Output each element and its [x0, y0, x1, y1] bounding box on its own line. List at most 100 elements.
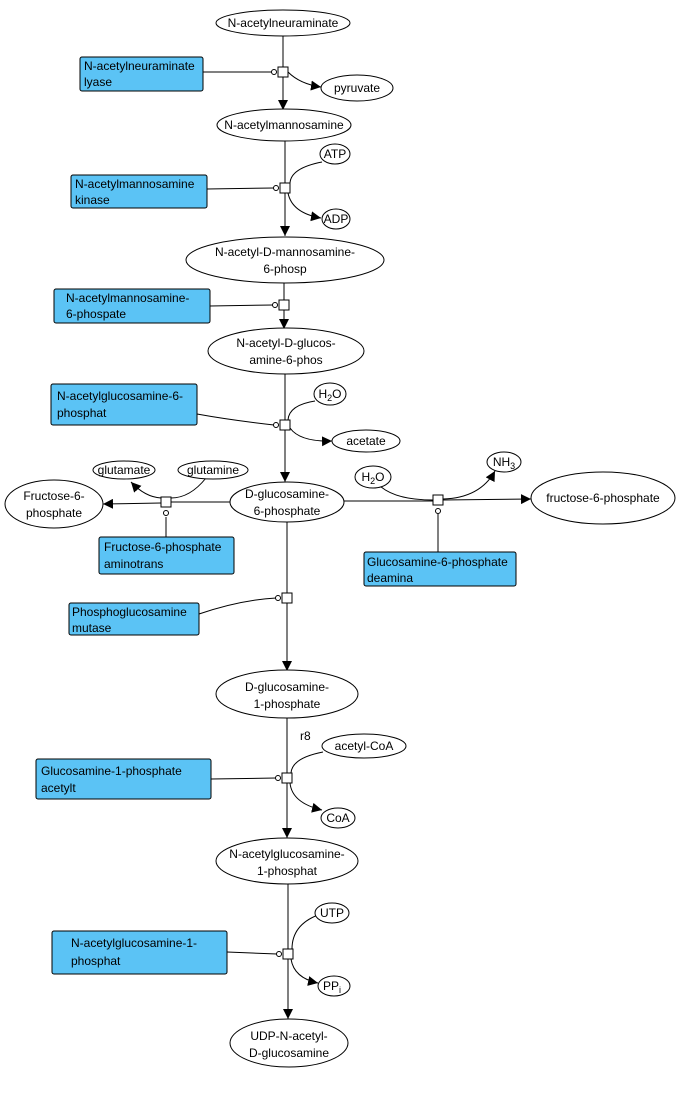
reaction-r1-node[interactable] [277, 66, 289, 78]
enzyme-label-line-1: N-acetylglucosamine-6- [57, 389, 183, 403]
metabolite-label: pyruvate [334, 81, 380, 95]
enzyme-n-acetylmannosamine-kinase[interactable]: N-acetylmannosamine kinase [70, 174, 208, 209]
metabolite-label: acetyl-CoA [335, 739, 394, 753]
metabolite-label-line-1: D-glucosamine- [245, 680, 329, 694]
metabolite-label: NH3 [493, 455, 515, 471]
formula-subscript: i [339, 985, 341, 995]
catalysis-marker-e6 [435, 508, 441, 514]
catalysis-marker-e2 [273, 185, 279, 191]
enzyme-label-line-1: Fructose-6-phosphate [104, 540, 222, 554]
edge-r2-to-adp [287, 192, 322, 222]
enzyme-n-acetylmannosamine-6-phospate[interactable]: N-acetylmannosamine- 6-phospate [53, 288, 211, 324]
catalysis-marker-e4 [273, 422, 279, 428]
metabolite-label: N-acetylmannosamine [224, 118, 344, 132]
enzyme-nodes: N-acetylneuraminate lyase N-acetylmannos… [35, 56, 517, 975]
reaction-r3-node[interactable] [278, 299, 290, 311]
reaction-r8-node[interactable] [281, 772, 293, 784]
metabolite-d-glucosamine-1-phosphate[interactable]: D-glucosamine- 1-phosphate [215, 669, 359, 719]
metabolite-label: ATP [324, 147, 346, 161]
metabolite-fructose-6-phosphate-right[interactable]: fructose-6-phosphate [530, 471, 676, 525]
metabolite-label-line-1: N-acetyl-D-glucos- [236, 336, 335, 350]
edge-r6-to-fructose6p-right [442, 494, 532, 505]
metabolite-acetyl-coa[interactable]: acetyl-CoA [321, 733, 407, 759]
metabolite-nh3[interactable]: NH3 [486, 451, 522, 473]
reaction-r9-node[interactable] [282, 948, 294, 960]
metabolite-label-line-1: Fructose-6- [23, 489, 84, 503]
formula-subscript: 2 [327, 393, 332, 403]
metabolite-n-acetylmannosamine[interactable]: N-acetylmannosamine [216, 108, 352, 142]
edge-acetylcoa-to-r8 [290, 751, 324, 774]
formula-base: NH [493, 455, 510, 469]
edge-r8-to-coa [289, 782, 323, 813]
catalysis-marker-e7 [275, 595, 281, 601]
metabolite-coa[interactable]: CoA [320, 807, 356, 829]
metabolite-d-glucosamine-6-phosphate[interactable]: D-glucosamine- 6-phosphate [229, 481, 345, 523]
metabolite-n-acetylglucosamine-1-phosphat[interactable]: N-acetylglucosamine- 1-phosphat [215, 837, 359, 885]
enzyme-n-acetylneuraminate-lyase[interactable]: N-acetylneuraminate lyase [79, 56, 204, 92]
metabolite-utp[interactable]: UTP [314, 902, 350, 924]
enzyme-fructose-6-phosphate-aminotrans[interactable]: Fructose-6-phosphate aminotrans [98, 536, 235, 575]
enzyme-glucosamine-1-phosphate-acetylt[interactable]: Glucosamine-1-phosphate acetylt [35, 758, 212, 800]
reaction-r4-node[interactable] [279, 419, 291, 431]
metabolite-atp[interactable]: ATP [319, 143, 351, 165]
metabolite-acetate[interactable]: acetate [331, 429, 401, 453]
reaction-r7-node[interactable] [281, 592, 293, 604]
reaction-r6-node[interactable] [432, 494, 444, 506]
metabolite-pyruvate[interactable]: pyruvate [320, 74, 394, 102]
metabolite-n-acetyl-d-mannosamine-6-phosp[interactable]: N-acetyl-D-mannosamine- 6-phosp [185, 236, 385, 284]
enzyme-label-line-2: deamina [367, 571, 413, 585]
metabolite-label: ADP [324, 212, 349, 226]
enzyme-label-line-2: kinase [75, 193, 110, 207]
enzyme-label-line-2: lyase [84, 75, 112, 89]
catalysis-link-e4 [196, 413, 275, 426]
enzyme-label-line-1: Glucosamine-6-phosphate [367, 555, 508, 569]
edge-r5-to-fructose6p-left [102, 498, 162, 509]
enzyme-label-line-1: N-acetylneuraminate [84, 59, 195, 73]
formula-base: H [318, 387, 327, 401]
enzyme-label-line-1: N-acetylmannosamine [75, 177, 195, 191]
metabolite-label: N-acetylneuraminate [228, 16, 339, 30]
enzyme-n-acetylglucosamine-6-phosphat[interactable]: N-acetylglucosamine-6- phosphat [50, 383, 198, 426]
metabolite-h2o-2[interactable]: H2O [354, 465, 392, 489]
enzyme-glucosamine-6-phosphate-deamina[interactable]: Glucosamine-6-phosphate deamina [363, 551, 517, 587]
edge-r4-to-acetate [289, 427, 333, 447]
metabolite-h2o-1[interactable]: H2O [313, 382, 347, 406]
metabolite-label: CoA [326, 811, 349, 825]
metabolite-glutamate[interactable]: glutamate [92, 460, 156, 480]
metabolite-ppi[interactable]: PPi [317, 975, 351, 997]
edge-atp-to-r2 [289, 161, 323, 184]
metabolite-adp[interactable]: ADP [321, 208, 351, 230]
edges [102, 36, 532, 1019]
enzyme-label-line-2: 6-phospate [66, 307, 126, 321]
enzyme-phosphoglucosamine-mutase[interactable]: Phosphoglucosamine mutase [68, 602, 200, 636]
formula-subscript: 3 [510, 461, 515, 471]
reaction-r2-node[interactable] [279, 182, 291, 194]
catalysis-marker-e5 [163, 510, 169, 516]
catalysis-link-e3 [209, 304, 274, 307]
metabolite-fructose-6-phosphate-left[interactable]: Fructose-6- phosphate [4, 479, 104, 529]
enzyme-label-line-2: aminotrans [104, 557, 163, 571]
enzyme-label-line-2: phosphat [71, 954, 121, 968]
enzyme-label-line-1: N-acetylglucosamine-1- [71, 936, 197, 950]
reaction-r5-node[interactable] [160, 496, 172, 508]
metabolite-n-acetylneuraminate[interactable]: N-acetylneuraminate [215, 9, 351, 37]
catalysis-marker-e9 [276, 951, 282, 957]
metabolite-udp-n-acetyl-d-glucosamine[interactable]: UDP-N-acetyl- D-glucosamine [229, 1018, 349, 1068]
edge-r9-to-ppi [290, 958, 319, 986]
catalysis-link-e2 [206, 187, 275, 190]
catalysis-link-e8 [210, 777, 277, 780]
metabolite-n-acetyl-d-glucos-amine-6-phos[interactable]: N-acetyl-D-glucos- amine-6-phos [207, 327, 365, 375]
metabolite-nodes: N-acetylneuraminate pyruvate N-acetylman… [4, 9, 676, 1068]
formula-base: H [361, 470, 370, 484]
enzyme-n-acetylglucosamine-1-phosphat[interactable]: N-acetylglucosamine-1- phosphat [51, 930, 228, 975]
metabolite-glutamine[interactable]: glutamine [177, 460, 249, 480]
process-nodes [160, 66, 444, 960]
metabolite-label: H2O [361, 470, 384, 486]
metabolite-label: glutamine [187, 463, 239, 477]
metabolite-label-line-2: 1-phosphat [257, 864, 318, 878]
edge-h2o-to-r4 [287, 400, 316, 421]
catalysis-marker-e1 [271, 69, 277, 75]
formula-base: PP [323, 979, 339, 993]
edge-r1-to-pyruvate [287, 71, 322, 91]
